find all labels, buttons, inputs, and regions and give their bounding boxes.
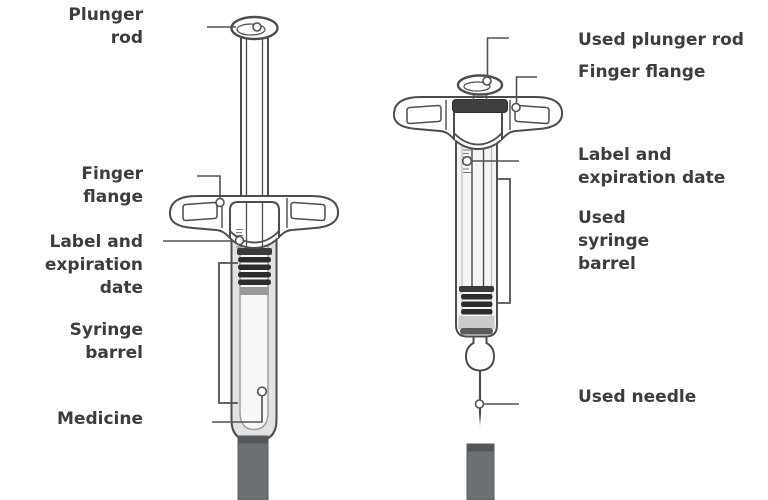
label-used-needle: Used needle	[578, 387, 697, 407]
syringe-barrel-bracket	[218, 262, 238, 404]
left-leader-lines	[163, 22, 268, 423]
needle-hub	[464, 335, 496, 372]
label-finger-flange-right: Finger flange	[578, 62, 706, 82]
used-syringe-barrel-part	[455, 137, 498, 338]
finger-flange-leader-line	[197, 175, 221, 198]
unused-syringe-illustration	[163, 15, 340, 500]
label-expiration-right-leader-dot	[461, 155, 473, 167]
needle-cap	[237, 435, 269, 500]
label-finger-flange-left: Finger flange	[81, 164, 143, 207]
label-expiration-left: Label and expiration date	[44, 232, 143, 298]
finger-flange-right-leader-dot	[511, 102, 521, 113]
right-leader-lines	[461, 37, 537, 409]
finger-flange-part	[168, 195, 340, 250]
used-plunger-stopper	[458, 286, 495, 335]
used-syringe-barrel-bracket	[497, 178, 511, 304]
label-medicine: Medicine	[57, 409, 143, 429]
label-plunger-rod: Plunger rod	[68, 5, 143, 48]
used-plunger-rod-leader-line	[486, 37, 509, 76]
medicine-leader-dot	[256, 386, 268, 397]
used-plunger-rod-leader-dot	[482, 76, 492, 86]
label-used-syringe-barrel: Used syringe barrel	[578, 208, 650, 274]
removed-needle-cap	[466, 443, 495, 500]
used-syringe-illustration	[392, 37, 564, 500]
label-expiration-leader-dot	[234, 235, 245, 246]
medicine-leader-line	[212, 396, 263, 423]
plunger-rod	[240, 29, 269, 203]
label-expiration-right: Label and expiration date	[578, 145, 726, 188]
finger-flange-right-leader-line	[515, 76, 537, 103]
label-used-plunger-rod: Used plunger rod	[578, 30, 744, 50]
plunger-stopper	[237, 248, 272, 295]
syringe-barrel-part	[230, 229, 278, 443]
finger-flange-leader-dot	[215, 197, 225, 208]
used-needle-part	[478, 370, 482, 426]
plunger-rod-leader-dot	[252, 22, 262, 32]
used-needle-leader-dot	[474, 399, 485, 409]
label-syringe-barrel: Syringe barrel	[69, 320, 143, 363]
depressed-plunger-collar	[452, 99, 508, 113]
